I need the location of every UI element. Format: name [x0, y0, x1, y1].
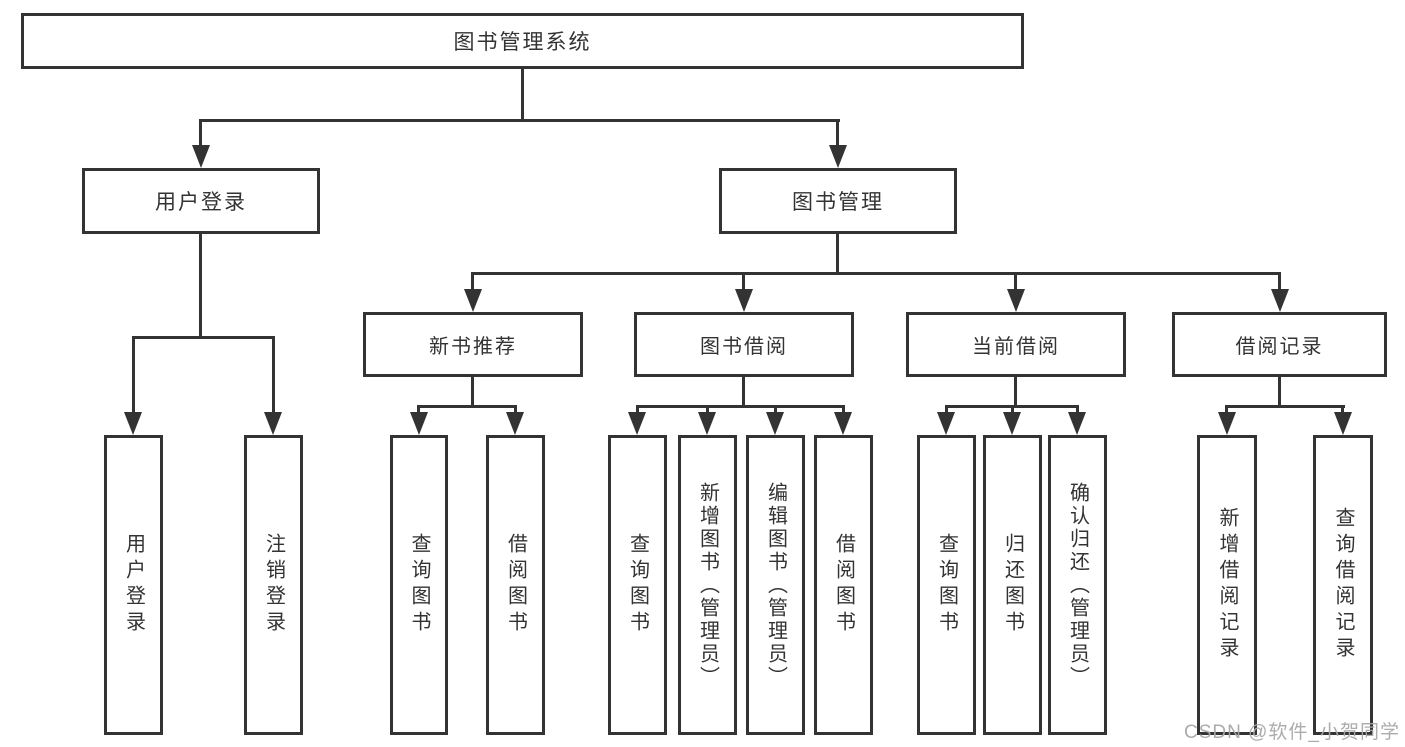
connector-leaf-stem [1341, 405, 1344, 415]
connector-leaf-stem [945, 405, 948, 415]
leaf-current-return-books: 归还图书 [983, 435, 1042, 735]
connector-to-leaf-user-login [132, 336, 135, 414]
node-library-management-system-label: 图书管理系统 [453, 31, 592, 54]
node-book-management-label: 图书管理 [792, 191, 884, 214]
connector-to-borrowing-records [1278, 272, 1281, 292]
node-new-book-recommendation: 新书推荐 [363, 312, 583, 377]
arrow-down-icon [264, 412, 282, 435]
leaf-borrowing-add-books-admin-label: 新增图书（管理员） [696, 481, 719, 689]
arrow-down-icon [1007, 289, 1025, 312]
arrow-down-icon [192, 145, 210, 168]
node-borrowing-records-label: 借阅记录 [1235, 336, 1324, 358]
connector-recommendation-rail [417, 405, 517, 408]
connector-borrowing-stem [742, 377, 745, 405]
connector-leaf-stem [774, 405, 777, 415]
connector-level3-rail [471, 272, 1281, 275]
node-current-borrowing: 当前借阅 [906, 312, 1126, 377]
leaf-borrowing-edit-books-admin-label: 编辑图书（管理员） [764, 481, 787, 689]
node-new-book-recommendation-label: 新书推荐 [429, 336, 517, 358]
node-user-login: 用户登录 [82, 168, 320, 234]
leaf-logout-label: 注销登录 [262, 533, 285, 637]
arrow-down-icon [1068, 412, 1086, 435]
node-current-borrowing-label: 当前借阅 [972, 336, 1060, 358]
arrow-down-icon [1334, 412, 1352, 435]
leaf-current-query-books-label: 查询图书 [935, 533, 958, 637]
arrow-down-icon [834, 412, 852, 435]
connector-leaf-stem [1011, 405, 1014, 415]
connector-book-management-stem [836, 234, 839, 272]
leaf-borrowing-query-books-label: 查询图书 [626, 533, 649, 637]
connector-to-book-borrowing [742, 272, 745, 292]
leaf-borrowing-query-books: 查询图书 [608, 435, 667, 735]
node-user-login-label: 用户登录 [155, 191, 247, 214]
connector-records-stem [1278, 377, 1281, 405]
arrow-down-icon [735, 289, 753, 312]
leaf-recommend-borrow-books: 借阅图书 [486, 435, 545, 735]
leaf-borrowing-borrow-books: 借阅图书 [814, 435, 873, 735]
node-book-borrowing: 图书借阅 [634, 312, 854, 377]
connector-leaf-stem [417, 405, 420, 415]
leaf-borrowing-edit-books-admin: 编辑图书（管理员） [746, 435, 805, 735]
arrow-down-icon [766, 412, 784, 435]
connector-leaf-stem [842, 405, 845, 415]
leaf-current-confirm-return-admin-label: 确认归还（管理员） [1066, 481, 1089, 689]
node-book-management: 图书管理 [719, 168, 957, 234]
connector-current-stem [1014, 377, 1017, 405]
arrow-down-icon [698, 412, 716, 435]
connector-borrowing-rail [636, 405, 845, 408]
connector-to-new-book-recommendation [471, 272, 474, 292]
connector-leaf-stem [1076, 405, 1079, 415]
leaf-records-query-record-label: 查询借阅记录 [1332, 507, 1354, 663]
connector-level2-rail [199, 119, 840, 122]
connector-leaf-stem [706, 405, 709, 415]
connector-to-user-login [199, 119, 202, 148]
leaf-records-add-record: 新增借阅记录 [1197, 435, 1257, 735]
leaf-user-login-label: 用户登录 [122, 533, 145, 637]
leaf-current-query-books: 查询图书 [917, 435, 976, 735]
leaf-user-login: 用户登录 [104, 435, 163, 735]
connector-user-login-rail [132, 336, 275, 339]
leaf-current-return-books-label: 归还图书 [1001, 533, 1024, 637]
node-borrowing-records: 借阅记录 [1172, 312, 1387, 377]
arrow-down-icon [124, 412, 142, 435]
arrow-down-icon [1218, 412, 1236, 435]
arrow-down-icon [410, 412, 428, 435]
watermark: CSDN @软件_小贺同学 [1184, 722, 1400, 743]
leaf-borrowing-add-books-admin: 新增图书（管理员） [678, 435, 737, 735]
leaf-logout: 注销登录 [244, 435, 303, 735]
connector-to-book-management [836, 119, 839, 148]
arrow-down-icon [1271, 289, 1289, 312]
connector-recommendation-stem [471, 377, 474, 405]
leaf-records-query-record: 查询借阅记录 [1313, 435, 1373, 735]
leaf-recommend-borrow-books-label: 借阅图书 [504, 533, 527, 637]
connector-root-stem [521, 69, 524, 119]
arrow-down-icon [628, 412, 646, 435]
arrow-down-icon [506, 412, 524, 435]
connector-leaf-stem [636, 405, 639, 415]
node-book-borrowing-label: 图书借阅 [700, 336, 788, 358]
connector-records-rail [1225, 405, 1345, 408]
arrow-down-icon [464, 289, 482, 312]
connector-to-current-borrowing [1014, 272, 1017, 292]
connector-leaf-stem [1225, 405, 1228, 415]
leaf-records-add-record-label: 新增借阅记录 [1216, 507, 1238, 663]
connector-user-login-stem [199, 234, 202, 336]
arrow-down-icon [829, 145, 847, 168]
arrow-down-icon [1003, 412, 1021, 435]
connector-to-leaf-logout [272, 336, 275, 414]
connector-leaf-stem [514, 405, 517, 415]
leaf-current-confirm-return-admin: 确认归还（管理员） [1048, 435, 1107, 735]
leaf-recommend-query-books-label: 查询图书 [408, 533, 430, 637]
arrow-down-icon [937, 412, 955, 435]
leaf-recommend-query-books: 查询图书 [390, 435, 448, 735]
leaf-borrowing-borrow-books-label: 借阅图书 [832, 533, 855, 637]
node-library-management-system: 图书管理系统 [21, 13, 1024, 69]
